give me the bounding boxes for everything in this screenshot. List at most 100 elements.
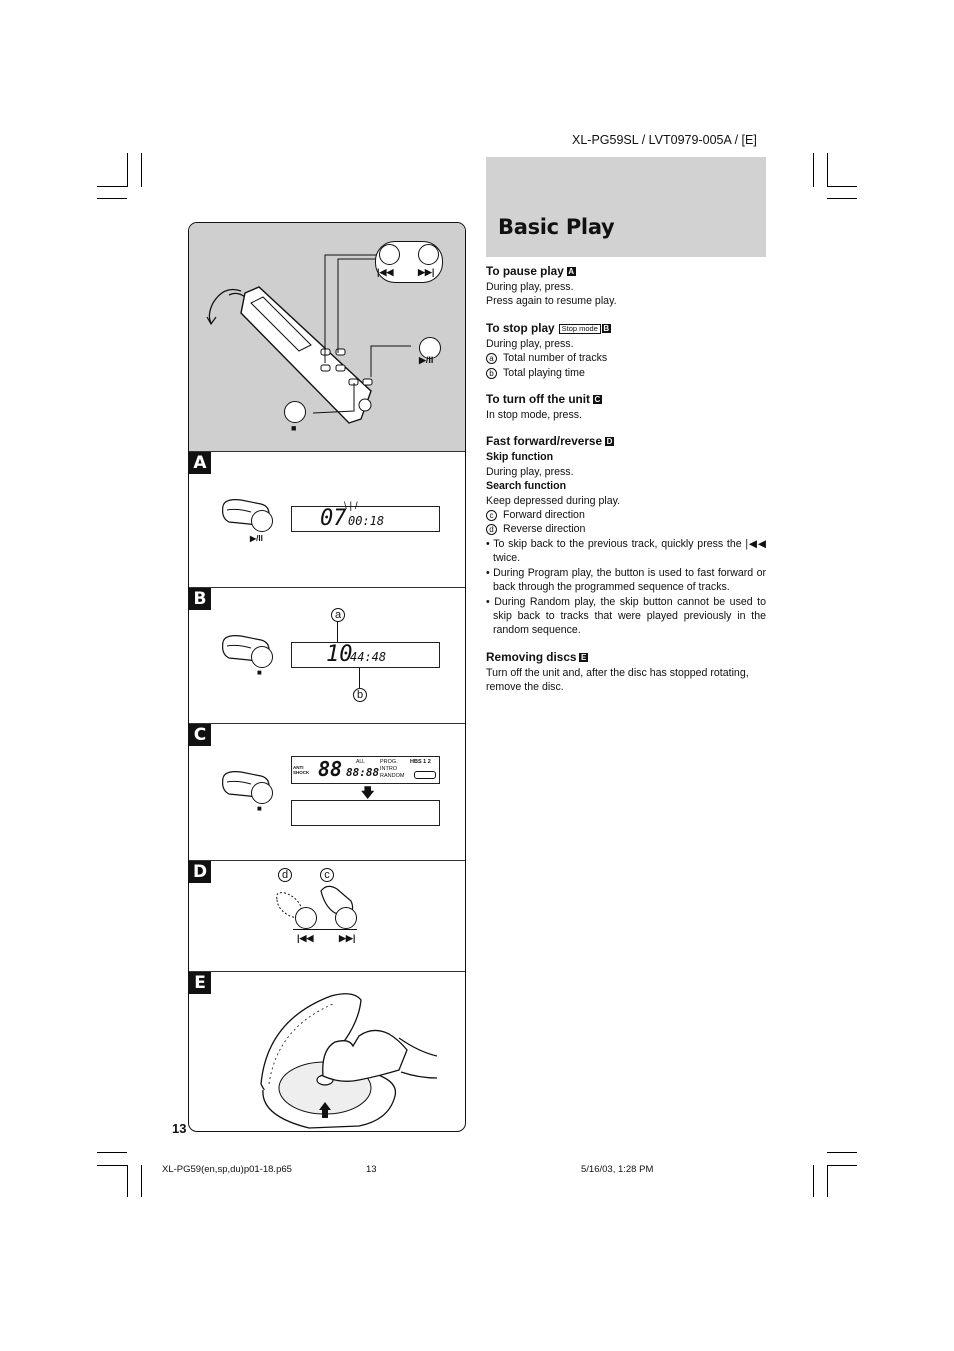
callout-mark: b [486,367,497,379]
text-line: During play, press. [486,337,574,350]
stop-button[interactable] [251,782,273,804]
model-code: XL-PG59SL / LVT0979-005A / [E] [572,133,757,147]
stop-label: ■ [291,423,297,433]
remote-control-drawing [206,254,411,424]
lcd-time: 44:48 [350,650,387,664]
crop-mark [141,153,142,187]
panel-b: B ■ a 10 44:48 b [189,587,465,724]
play-pause-button[interactable] [419,337,441,359]
crop-mark [827,153,828,187]
next-button[interactable] [418,244,439,265]
button-label: ■ [257,804,262,813]
blink-marks: \ | / [344,501,358,512]
lcd-label-all: ALL [356,759,365,765]
page-title: Basic Play [498,215,615,239]
remote-illustration: |◀◀ ▶▶| ▶/II ■ [189,223,465,451]
panel-a: A ▶/II 07 00:18 \ | / [189,451,465,588]
prev-button[interactable] [295,907,317,929]
lcd-label-prog: PROG. [380,759,398,765]
crop-mark [97,1152,127,1153]
callout-a: a [331,608,345,622]
text-line: During play, press. [486,465,574,478]
prev-button[interactable] [379,244,400,265]
callout-mark: d [486,524,497,536]
callout-d: d [278,868,292,882]
prev-label: |◀◀ [377,267,394,277]
panel-letter: E [189,972,211,994]
stop-button[interactable] [251,646,273,668]
footer-file: XL-PG59(en,sp,du)p01-18.p65 [162,1164,292,1175]
lcd-track: 10 [326,642,353,667]
disc-removal-drawing [260,993,438,1129]
panel-letter: C [189,724,211,746]
callout-b: b [353,688,367,702]
ref-tag: E [579,652,588,662]
crop-mark [827,186,857,187]
panel-d: D d c |◀◀ ▶▶| [189,860,465,972]
callout-line [337,622,338,642]
bullet-item: • During Program play, the button is use… [486,566,766,594]
crop-mark [97,186,127,187]
prev-label: |◀◀ [297,933,314,943]
crop-mark [827,1165,828,1197]
crop-mark [827,1152,857,1153]
battery-icon [414,771,436,779]
callout-line [359,668,360,688]
ref-tag: B [601,323,611,333]
button-label: ■ [257,668,262,677]
text-line: Keep depressed during play. [486,494,621,507]
panel-e: E [189,971,465,1131]
down-arrow-icon: 🡇 [361,785,375,800]
lcd-time: 00:18 [348,514,385,528]
callout-c: c [320,868,334,882]
ref-tag: A [566,267,576,276]
anti-shock-label: ANTI SHOCK [293,765,310,775]
next-label: ▶▶| [339,933,356,943]
stop-mode-tag: Stop mode [558,323,601,334]
text-line: Press again to resume play. [486,295,617,308]
crop-mark [97,1165,127,1166]
ref-tag: D [605,437,614,447]
lcd-display: 07 00:18 \ | / [291,501,440,532]
stop-button[interactable] [284,401,306,423]
callout-mark: a [486,353,497,365]
text-line: Turn off the unit and, after the disc ha… [486,666,749,694]
text-line: During play, press. [486,281,574,293]
page-number: 13 [172,1121,187,1136]
lcd-label-hbs: HBS 1 2 [410,759,431,765]
title-banner: Basic Play [486,157,766,257]
bullet-item: • To skip back to the previous track, qu… [486,537,766,565]
crop-mark [97,198,127,199]
illustration-panel: |◀◀ ▶▶| ▶/II ■ A ▶/II 07 00:18 \ | / B ■… [188,222,466,1132]
crop-mark [813,1165,814,1197]
subheading: Skip function [486,451,554,464]
play-pause-button[interactable] [251,510,273,532]
lcd-label-intro: INTRO [380,766,398,772]
crop-mark [813,153,814,187]
next-label: ▶▶| [418,267,435,277]
panel-letter: A [189,452,211,474]
text-line: In stop mode, press. [486,409,582,422]
next-button[interactable] [335,907,357,929]
crop-mark [141,1165,142,1197]
lcd-track: 07 [320,506,347,531]
crop-mark [127,1165,128,1197]
ref-tag: C [592,395,602,405]
button-label: ▶/II [250,534,263,543]
bullet-item: • During Random play, the skip button ca… [486,595,766,637]
lcd-label-random: RANDOM [380,773,405,779]
subheading: Search function [486,480,567,493]
